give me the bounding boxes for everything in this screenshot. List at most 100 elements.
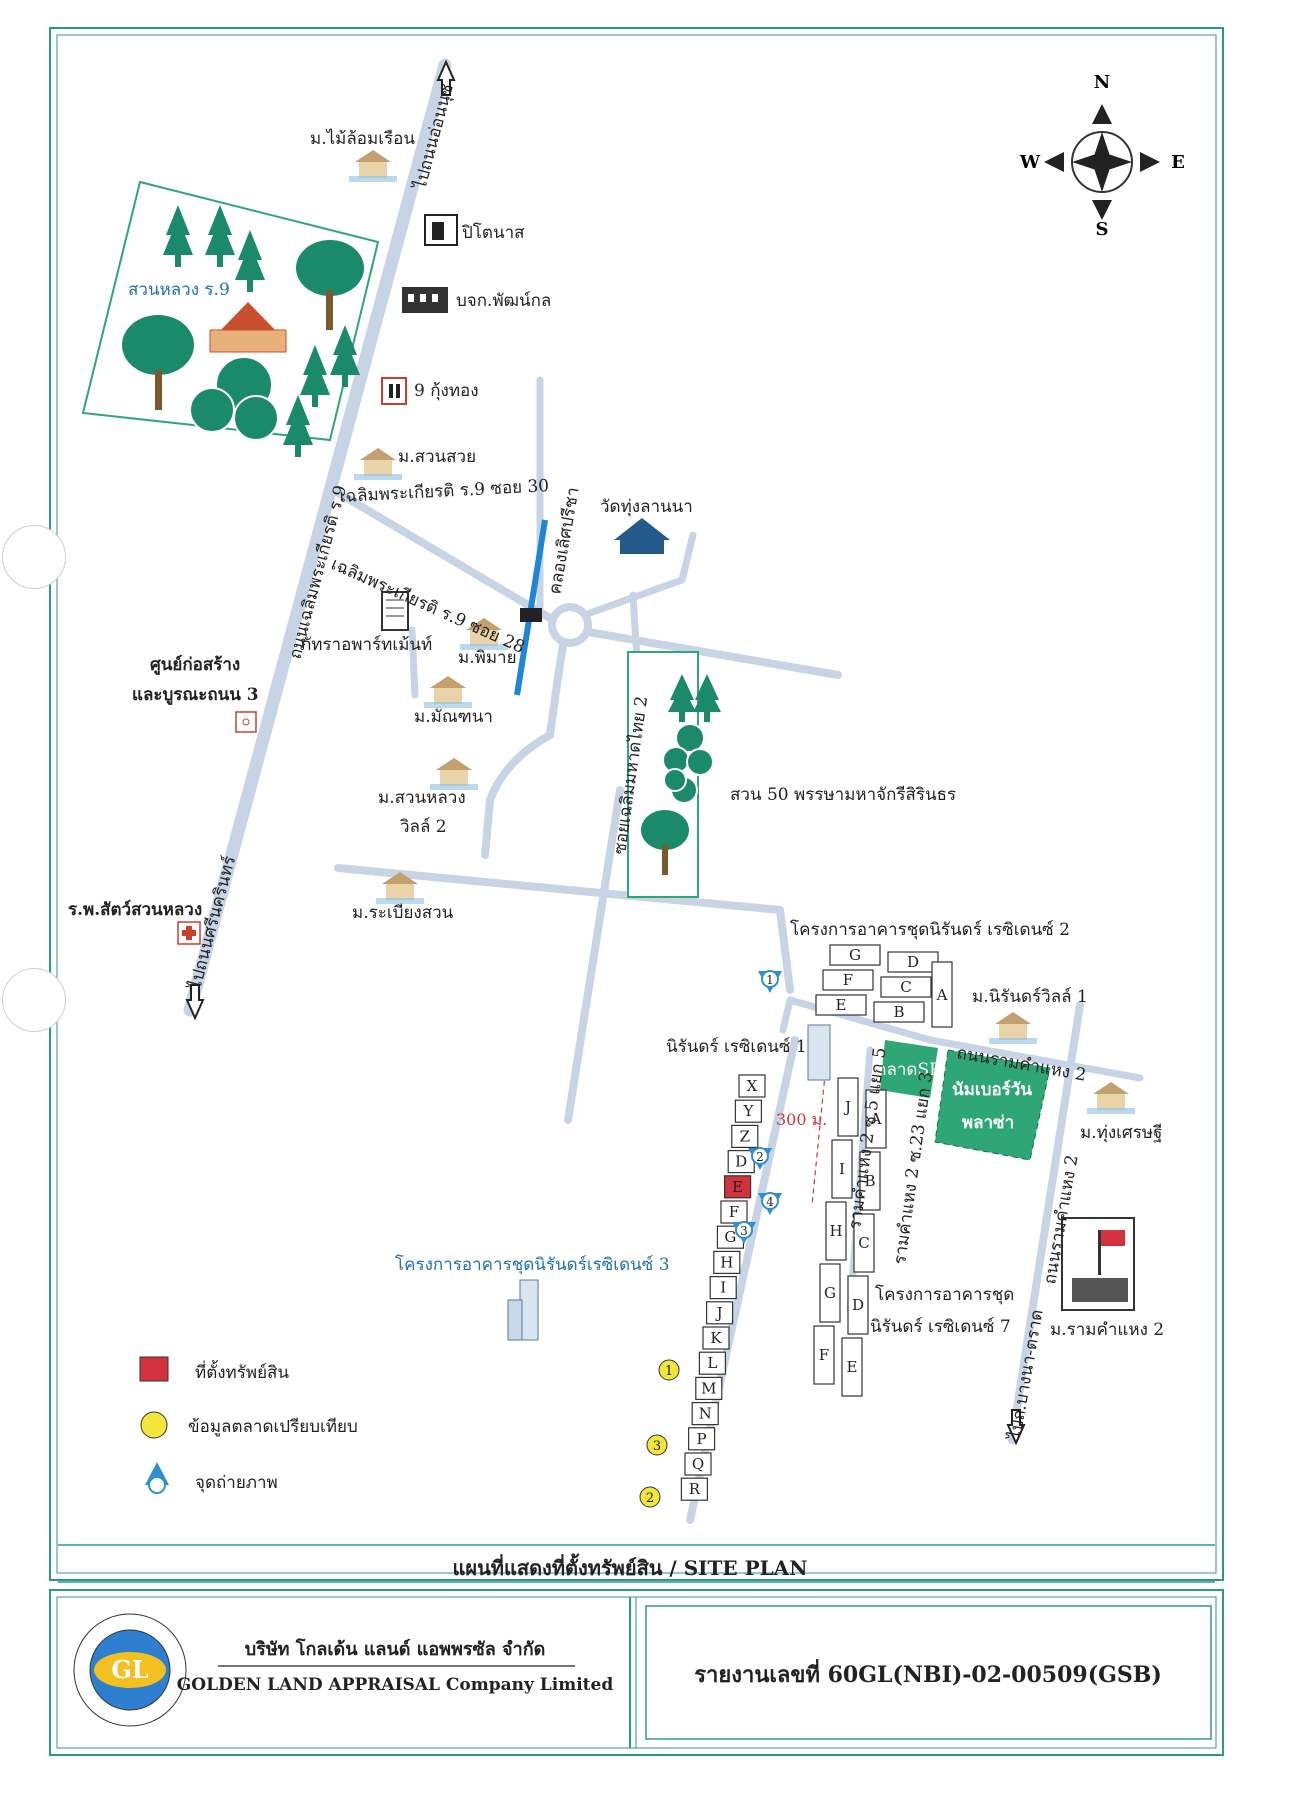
block-res3: Z [731, 1124, 759, 1149]
block-res7: J [837, 1077, 859, 1137]
logo-text: GL [111, 1655, 148, 1684]
label-park50: สวน 50 พรรษามหาจักรีสิรินธร [730, 785, 956, 805]
block-label: A [870, 1110, 882, 1128]
label-suan-luang-villa-1: ม.สวนหลวง [378, 788, 466, 808]
block-res7: E [841, 1337, 863, 1397]
temple-icon [209, 302, 287, 353]
market-data-marker: 3 [646, 1434, 668, 1456]
factory-icon [402, 287, 448, 313]
label-wat-thung-lan-na: วัดทุ่งลานนา [600, 497, 693, 517]
block-label: N [699, 1405, 712, 1423]
compass-w: W [1019, 152, 1041, 173]
label-soi30: เฉลิมพระเกียรติ ร.9 ซอย 30 [339, 476, 549, 507]
label-nirun-residence-7-2: นิรันดร์ เรซิเดนซ์ 7 [870, 1317, 1011, 1337]
house-icons [349, 150, 1135, 1114]
ram2-village-icon [1061, 1217, 1135, 1311]
label-khlong: คลองเลิศปรีชา [545, 486, 584, 596]
label-nirun-residence-3: โครงการอาคารชุดนิรันดร์เรซิเดนซ์ 3 [395, 1254, 670, 1275]
label-number-one-2: พลาซ่า [962, 1113, 1014, 1133]
block-label: A [936, 986, 948, 1004]
canal [514, 519, 548, 696]
legend-photo-icon [145, 1462, 169, 1494]
block-label: D [852, 1296, 864, 1314]
marker-label: 2 [756, 1150, 764, 1164]
compass-rose-icon [1044, 104, 1160, 220]
block-res7: B [859, 1151, 881, 1211]
block-label: D [907, 953, 919, 971]
block-label: Z [740, 1127, 750, 1145]
label-mai-lom-ruean: ม.ไม้ล้อมเรือน [310, 128, 415, 149]
block-label: G [849, 946, 861, 964]
marker-label: 1 [665, 1364, 673, 1379]
compass-n: N [1094, 72, 1110, 93]
label-suan-luang-r9: สวนหลวง ร.9 [128, 280, 230, 300]
block-res3: P [687, 1427, 716, 1451]
block-label: I [839, 1160, 845, 1178]
block-label: I [720, 1279, 726, 1297]
legend-property: ที่ตั้งทรัพย์สิน [195, 1360, 289, 1383]
label-kung-thong: 9 กุ้งทอง [414, 381, 479, 401]
label-bjk-phatthanakol: บจก.พัฒน์กล [456, 291, 551, 311]
company-name-en: GOLDEN LAND APPRAISAL Company Limited [177, 1675, 614, 1695]
block-label: E [836, 996, 847, 1014]
block-label: G [824, 1284, 836, 1302]
block-label: H [829, 1222, 842, 1240]
block-label: C [858, 1234, 869, 1252]
label-mantana: ม.มัณฑนา [414, 707, 493, 727]
label-nirun-residence-2: โครงการอาคารชุดนิรันดร์ เรซิเดนซ์ 2 [790, 919, 1070, 940]
block-label: F [729, 1203, 739, 1221]
company-name-th: บริษัท โกลเด้น แลนด์ แอพพรซัล จำกัด [245, 1638, 546, 1660]
apartment-building-icon [381, 591, 409, 631]
label-pttonas: ปิโตนาส [461, 222, 525, 243]
park-50 [627, 651, 721, 898]
marker-label: 2 [646, 1491, 654, 1506]
block-res7: G [819, 1263, 841, 1323]
talad-sp-area [880, 1040, 938, 1098]
road-network [183, 58, 1144, 1524]
bridge-icon [520, 608, 542, 622]
block-label: J [715, 1304, 723, 1322]
label-soi-ram2-23: รามคำแหง 2 ซ.23 แยก 3 [890, 1071, 937, 1266]
label-talad-sp: ตลาดSP [875, 1060, 940, 1080]
number-one-plaza-area [934, 1049, 1051, 1161]
label-rabiang-suan: ม.ระเบียงสวน [352, 903, 454, 923]
block-label: L [707, 1354, 717, 1372]
block-res7: C [853, 1213, 875, 1273]
block-res3: D [727, 1149, 755, 1174]
footer-frame [49, 1589, 1224, 1756]
block-res3: Y [734, 1099, 763, 1123]
block-res2: C [880, 976, 932, 998]
marker-label: 4 [766, 1195, 774, 1209]
block-label: J [843, 1098, 851, 1116]
block-res3: E [723, 1175, 752, 1199]
legend-photo-point: จุดถ่ายภาพ [195, 1473, 278, 1493]
block-label: M [701, 1379, 716, 1397]
block-res2: A [931, 961, 953, 1028]
company-logo: GL [73, 1613, 187, 1727]
condo-tower-icon [507, 1024, 831, 1341]
arrow-down-icon [185, 984, 205, 1021]
block-label: D [735, 1153, 747, 1171]
block-res2: D [887, 951, 939, 973]
block-label: E [732, 1178, 743, 1196]
market-data-marker: 1 [658, 1359, 680, 1381]
legend: ที่ตั้งทรัพย์สิน ข้อมูลตลาดเปรียบเทียบ จ… [139, 1356, 358, 1494]
label-suan-luang-villa-2: วิลล์ 2 [400, 817, 447, 837]
outer-frame [49, 27, 1224, 1581]
compass-e: E [1171, 152, 1185, 173]
block-label: P [697, 1430, 707, 1448]
label-number-one-1: นัมเบอร์วัน [952, 1079, 1032, 1100]
block-res3: M [695, 1376, 723, 1401]
market-data-marker: 2 [639, 1486, 661, 1508]
block-res3: H [713, 1250, 741, 1275]
gas-station-icon [424, 214, 458, 246]
block-res2: F [822, 969, 874, 991]
inner-frame [56, 34, 1217, 1574]
report-number: รายงานเลขที่ 60GL(NBI)-02-00509(GSB) [694, 1658, 1162, 1688]
block-label: F [819, 1346, 829, 1364]
label-road-center-2: และบูรณะถนน 3 [132, 685, 259, 706]
restroom-icon [381, 377, 407, 405]
block-res2: G [829, 944, 881, 966]
block-res7: F [813, 1325, 835, 1385]
